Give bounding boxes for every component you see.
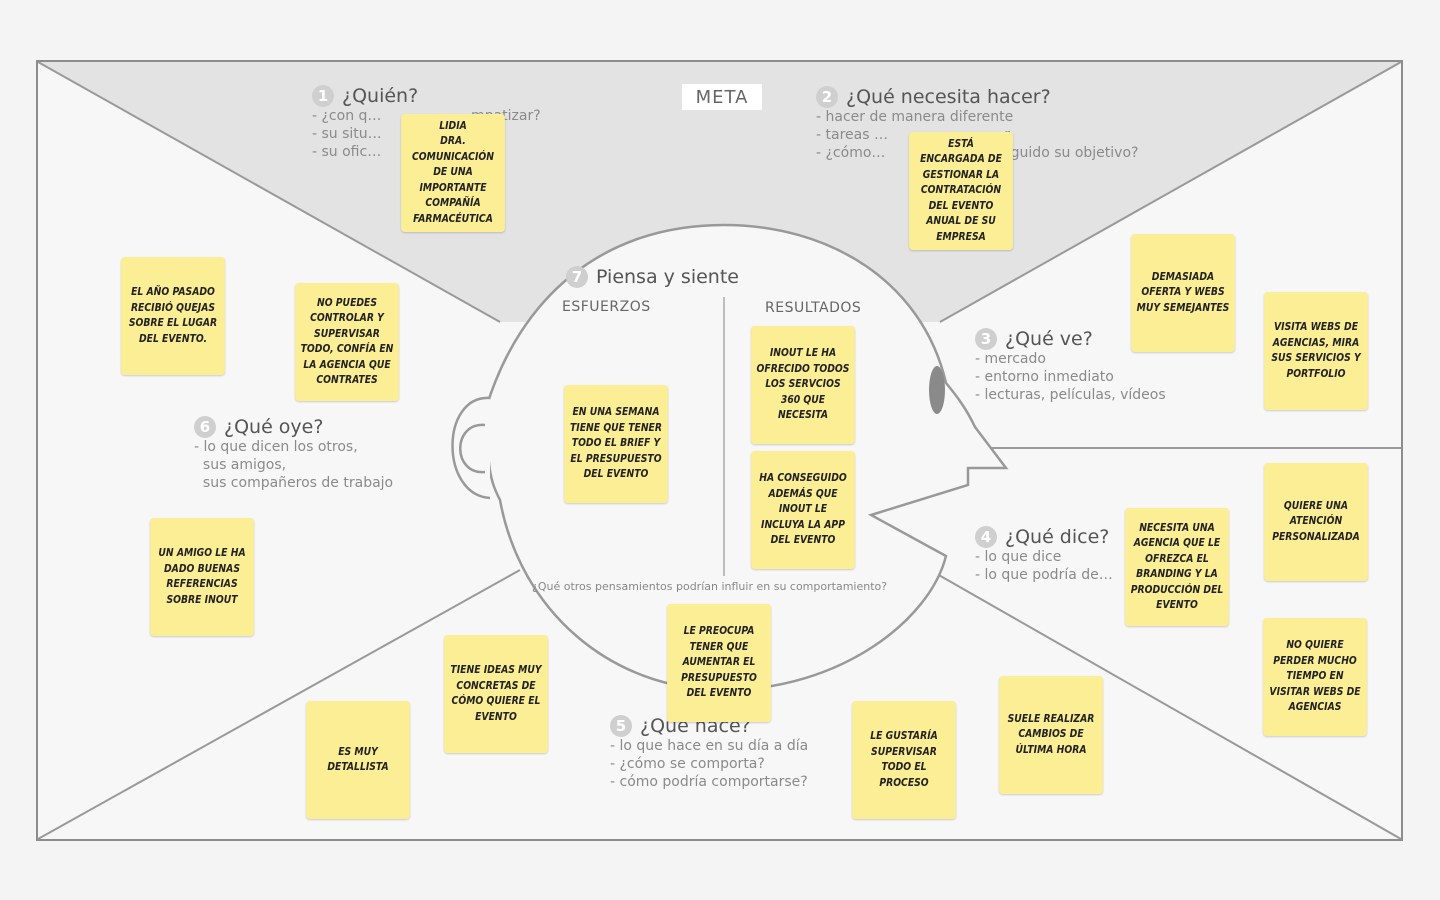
divider-top-left — [37, 61, 501, 323]
sticky-note-amigo-referencias[interactable]: Un amigo le ha dado buenas referencias s… — [150, 518, 254, 636]
section-necesita: 2 ¿Qué necesita hacer? - hacer de manera … — [816, 86, 1138, 162]
section-title: ¿Qué dice? — [1005, 526, 1110, 548]
note-text: Le preocupa tener que aumentar el presup… — [681, 625, 757, 700]
sticky-note-una-semana[interactable]: En una semana tiene que tener todo el br… — [564, 385, 668, 503]
label-other-thoughts: ¿Qué otros pensamientos podrían influir … — [532, 580, 888, 593]
note-text: Suele realizar cambios de última hora — [1007, 712, 1095, 756]
section-number: 4 — [975, 526, 997, 548]
sticky-note-no-puedes-controlar[interactable]: No puedes controlar y supervisar todo, c… — [295, 283, 399, 401]
section-prompts: - mercado - entorno inmediato - lecturas… — [975, 351, 1166, 403]
section-dice: 4 ¿Qué dice? - lo que dice - lo que podrí… — [975, 526, 1113, 584]
sticky-note-lidia[interactable]: Lidia Dra. Comunicación de una important… — [401, 114, 505, 232]
note-text: No puedes controlar y supervisar todo, c… — [300, 296, 394, 387]
section-hace: 5¿Que hace? - lo que hace en su día a dí… — [610, 715, 808, 791]
sticky-note-detallista[interactable]: Es muy detallista — [306, 701, 410, 819]
note-text: No quiere perder mucho tiempo en visitar… — [1269, 639, 1361, 714]
section-number: 5 — [610, 715, 632, 737]
sticky-note-no-perder-tiempo[interactable]: No quiere perder mucho tiempo en visitar… — [1263, 618, 1367, 736]
note-text: Es muy detallista — [327, 745, 389, 774]
note-text: El año pasado recibió quejas sobre el lu… — [128, 286, 218, 345]
sticky-note-cambios-ultima-hora[interactable]: Suele realizar cambios de última hora — [999, 676, 1103, 794]
section-number: 7 — [566, 266, 588, 288]
section-number: 6 — [194, 416, 216, 438]
sticky-note-supervisar-proceso[interactable]: Le gustaría supervisar todo el proceso — [852, 701, 956, 819]
note-text: Necesita una agencia que le ofrezca el b… — [1130, 521, 1224, 612]
divider-bottom-right — [929, 569, 1402, 840]
section-prompts: - hacer de manera diferente - tareas … …… — [816, 109, 1139, 161]
note-text: Visita webs de agencias, mira sus servic… — [1271, 321, 1361, 380]
section-title: ¿Qué oye? — [224, 416, 324, 438]
note-text: Quiere una atención personalizada — [1272, 499, 1360, 543]
note-text: Tiene ideas muy concretas de cómo quiere… — [450, 664, 542, 723]
note-text: Demasiada oferta y webs muy semejantes — [1136, 270, 1230, 314]
sticky-note-necesita-agencia[interactable]: Necesita una agencia que le ofrezca el b… — [1125, 508, 1229, 626]
divider-bottom-left — [37, 569, 521, 840]
section-title: ¿Qué ve? — [1005, 328, 1093, 350]
label-resultados: RESULTADOS — [765, 300, 862, 316]
section-prompts: - lo que dicen los otros, sus amigos, su… — [194, 439, 394, 491]
section-title: ¿Quién? — [342, 85, 419, 107]
sticky-note-demasiada-oferta[interactable]: Demasiada oferta y webs muy semejantes — [1131, 234, 1235, 352]
note-text: Inout le ha ofrecido todos los servcios … — [756, 347, 850, 422]
section-number: 2 — [816, 86, 838, 108]
section-piensa: 7 Piensa y siente — [566, 266, 739, 288]
section-ve: 3 ¿Qué ve? - mercado - entorno inmediato … — [975, 328, 1166, 404]
note-text: Está encargada de gestionar la contratac… — [920, 137, 1002, 243]
meta-label: META — [682, 84, 762, 110]
section-title: ¿Qué necesita hacer? — [846, 86, 1051, 108]
section-prompts: - lo que hace en su día a día - ¿cómo se… — [610, 738, 809, 790]
note-text: Un amigo le ha dado buenas referencias s… — [158, 547, 246, 606]
note-text: Le gustaría supervisar todo el proceso — [870, 730, 938, 789]
ear-inner — [459, 423, 486, 474]
note-text: Ha conseguido además que Inout le incluy… — [759, 472, 847, 547]
sticky-note-preocupa-presupuesto[interactable]: Le preocupa tener que aumentar el presup… — [667, 604, 771, 722]
divider-top-right — [939, 61, 1402, 323]
section-prompts: - lo que dice - lo que podría de… — [975, 549, 1113, 583]
label-esfuerzos: ESFUERZOS — [562, 299, 651, 315]
sticky-note-encargada[interactable]: Está encargada de gestionar la contratac… — [909, 132, 1013, 250]
sticky-note-app-evento[interactable]: Ha conseguido además que Inout le incluy… — [751, 451, 855, 569]
sticky-note-atencion-personalizada[interactable]: Quiere una atención personalizada — [1264, 463, 1368, 581]
section-oye: 6 ¿Qué oye? - lo que dicen los otros, sus… — [194, 416, 393, 492]
section-title: Piensa y siente — [596, 266, 739, 288]
sticky-note-ideas-concretas[interactable]: Tiene ideas muy concretas de cómo quiere… — [444, 635, 548, 753]
eye-icon — [929, 366, 945, 414]
note-text: Lidia Dra. Comunicación de una important… — [412, 119, 494, 225]
sticky-note-visita-webs[interactable]: Visita webs de agencias, mira sus servic… — [1264, 292, 1368, 410]
sticky-note-inout-ofrecido[interactable]: Inout le ha ofrecido todos los servcios … — [751, 326, 855, 444]
note-text: En una semana tiene que tener todo el br… — [570, 406, 662, 481]
goal-area — [38, 62, 1401, 322]
sticky-note-quejas[interactable]: El año pasado recibió quejas sobre el lu… — [121, 257, 225, 375]
section-number: 3 — [975, 328, 997, 350]
section-number: 1 — [312, 85, 334, 107]
